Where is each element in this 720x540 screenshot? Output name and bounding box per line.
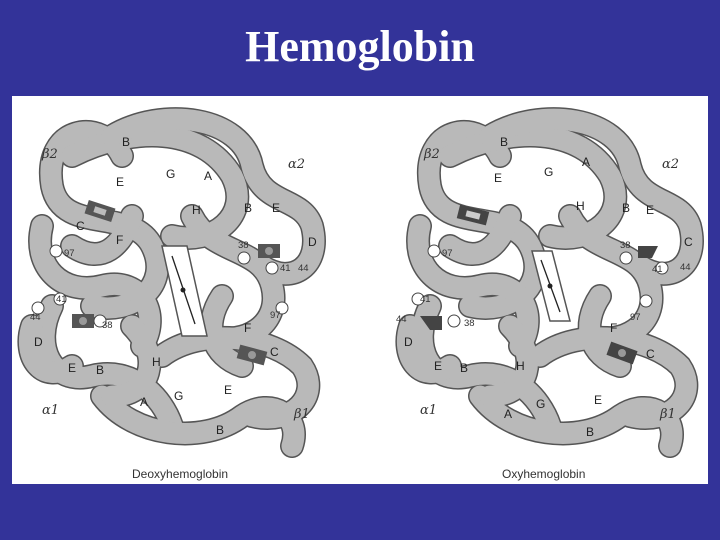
oxy-residue-41-left: 41 — [420, 294, 431, 305]
deoxy-helix-G-top: G — [166, 167, 175, 181]
deoxy-residue-44-right: 44 — [298, 263, 309, 274]
oxy-heme-bottom-right — [606, 341, 638, 365]
deoxy-residue-97-right-circle — [275, 301, 289, 315]
oxy-cavity-dot — [547, 283, 553, 289]
oxy-residue-41-right: 41 — [652, 264, 663, 275]
oxy-helix-B-bottom: B — [586, 425, 594, 439]
oxy-helix-E-top-left: E — [494, 171, 502, 185]
oxy-helix-E-bottom-left: E — [434, 359, 442, 373]
deoxy-residue-38-left-circle — [93, 314, 107, 328]
deoxy-helix-D-left: D — [34, 335, 43, 349]
deoxy-residue-38-right: 38 — [238, 240, 249, 251]
deoxy-residue-41-right-circle — [265, 261, 279, 275]
hemoglobin-structures-svg: β2 α2 α1 β1 B G A E C H F B E D 97 38 41… — [12, 96, 708, 481]
oxy-helix-H-top: H — [576, 199, 585, 213]
oxy-helix-B-top: B — [500, 135, 508, 149]
oxy-residue-44-right: 44 — [680, 262, 691, 273]
deoxy-helix-H-bottom: H — [152, 355, 161, 369]
oxy-helix-G-top: G — [544, 165, 553, 179]
deoxy-label-beta2: β2 — [41, 147, 58, 162]
deoxy-residue-41-left: 41 — [56, 294, 67, 305]
deoxy-helix-E-bottom-left: E — [68, 361, 76, 375]
oxy-helix-E-right: E — [646, 203, 654, 217]
oxy-label-alpha2: α2 — [662, 157, 679, 172]
deoxy-helix-C-bottom-right: C — [270, 345, 279, 359]
deoxy-helix-D-right: D — [308, 235, 317, 249]
deoxy-helix-B-right: B — [244, 201, 252, 215]
oxy-residue-38-left-circle — [447, 314, 461, 328]
deoxy-heme-bottom-right — [236, 344, 268, 366]
oxy-residue-38-right: 38 — [620, 240, 631, 251]
deoxy-helix-B-bottom: B — [216, 423, 224, 437]
oxy-helix-C-bottom-right: C — [646, 347, 655, 361]
deoxy-residue-44-left-circle — [31, 301, 45, 315]
oxy-heme-left — [420, 316, 442, 330]
deoxy-helix-F-left: F — [116, 233, 123, 247]
deoxy-helix-E-bottom: E — [224, 383, 232, 397]
deoxyhemoglobin-structure: β2 α2 α1 β1 B G A E C H F B E D 97 38 41… — [29, 119, 317, 481]
oxy-helix-F-right: F — [610, 321, 617, 335]
deoxy-helix-B-bottom-left: B — [96, 363, 104, 377]
deoxy-cavity-dot — [180, 287, 186, 293]
deoxy-residue-38-left: 38 — [102, 320, 113, 331]
oxy-residue-44-left: 44 — [396, 314, 407, 325]
deoxy-heme-left — [72, 314, 94, 328]
oxy-residue-97-right-circle — [639, 294, 653, 308]
oxy-helix-B-right: B — [622, 201, 630, 215]
deoxy-residue-38-right-circle — [237, 251, 251, 265]
oxy-residue-97-left: 97 — [442, 248, 453, 259]
deoxy-helix-H-top: H — [192, 203, 201, 217]
deoxy-residue-44-left: 44 — [30, 312, 41, 323]
deoxy-caption: Deoxyhemoglobin — [132, 467, 228, 481]
oxy-helix-E-bottom: E — [594, 393, 602, 407]
oxy-helix-D-left: D — [404, 335, 413, 349]
deoxy-helix-G-bottom: G — [174, 389, 183, 403]
deoxy-heme-right — [258, 244, 280, 258]
oxy-label-alpha1: α1 — [420, 403, 437, 418]
slide-title: Hemoglobin — [245, 22, 475, 71]
hemoglobin-figure: β2 α2 α1 β1 B G A E C H F B E D 97 38 41… — [12, 96, 708, 484]
oxy-helix-A-top: A — [582, 155, 590, 169]
oxy-helix-A-bottom: A — [504, 407, 512, 421]
deoxy-helix-A-bottom: A — [140, 395, 148, 409]
oxy-helix-H-bottom: H — [516, 359, 525, 373]
deoxy-helix-E-top-left: E — [116, 175, 124, 189]
deoxy-helix-C-left: C — [76, 219, 85, 233]
deoxy-residue-97-left: 97 — [64, 248, 75, 259]
oxy-residue-97-left-circle — [427, 244, 441, 258]
deoxy-residue-97-right: 97 — [270, 310, 281, 321]
deoxy-heme-upper-left — [84, 200, 116, 222]
oxyhemoglobin-structure: β2 α2 α1 β1 B G A E H B E C 97 38 41 44 … — [396, 119, 693, 481]
oxy-residue-97-right: 97 — [630, 312, 641, 323]
deoxy-helix-A-top: A — [204, 169, 212, 183]
oxy-label-beta1: β1 — [659, 407, 676, 422]
deoxy-helix-B-top: B — [122, 135, 130, 149]
deoxy-label-alpha2: α2 — [288, 157, 305, 172]
oxy-helix-B-bottom-left: B — [460, 361, 468, 375]
oxy-residue-41-left-circle — [411, 292, 425, 306]
oxy-residue-38-left: 38 — [464, 318, 475, 329]
oxy-caption: Oxyhemoglobin — [502, 467, 585, 481]
deoxy-helix-E-right: E — [272, 201, 280, 215]
oxy-heme-upper-left — [456, 204, 490, 226]
deoxy-label-alpha1: α1 — [42, 403, 59, 418]
oxy-helix-G-bottom: G — [536, 397, 545, 411]
deoxy-residue-41-left-circle — [53, 292, 67, 306]
oxy-residue-41-right-circle — [655, 261, 669, 275]
deoxy-residue-97-left-circle — [49, 244, 63, 258]
deoxy-helix-F-right: F — [244, 321, 251, 335]
oxy-heme-right — [638, 246, 658, 258]
oxy-helix-C-right: C — [684, 235, 693, 249]
deoxy-residue-41-right: 41 — [280, 263, 291, 274]
deoxy-label-beta1: β1 — [293, 407, 310, 422]
oxy-residue-38-right-circle — [619, 251, 633, 265]
oxy-label-beta2: β2 — [423, 147, 440, 162]
